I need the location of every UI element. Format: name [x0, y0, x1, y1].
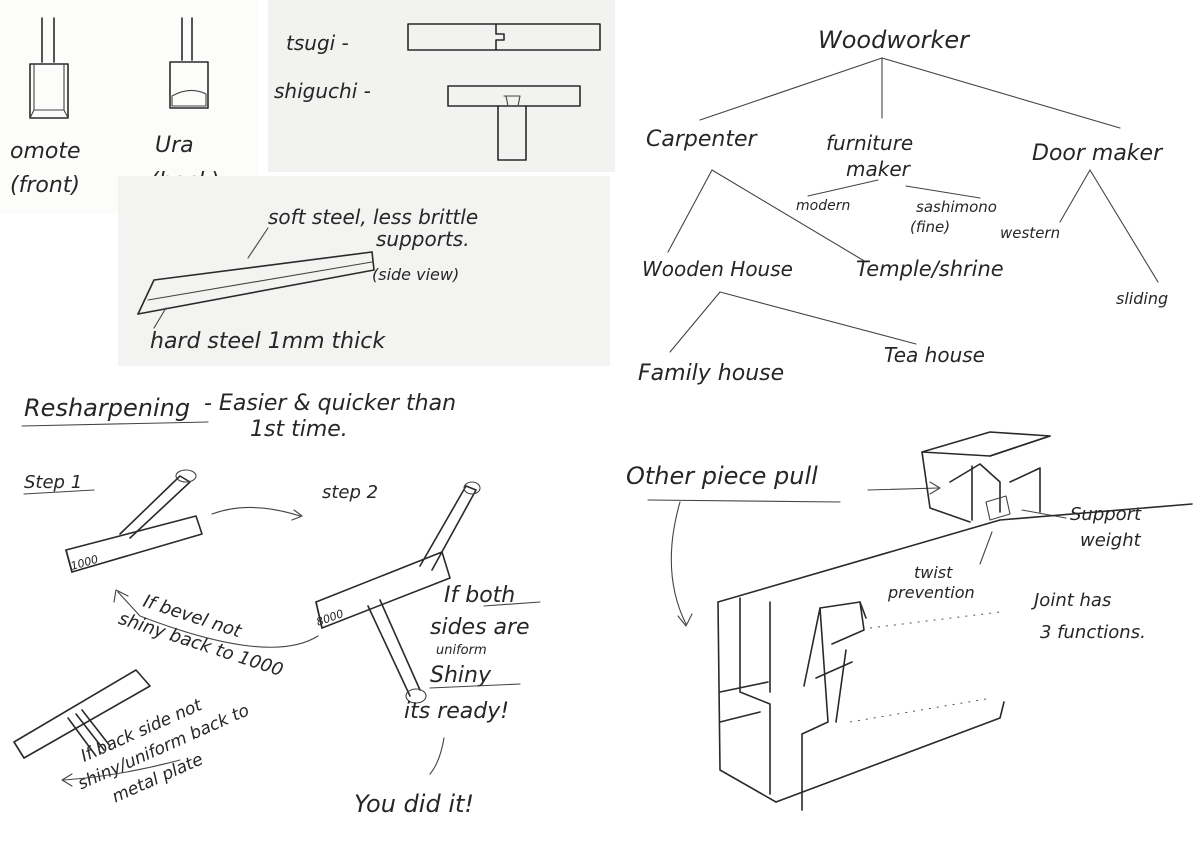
- chisel-front-drawing: [29, 17, 69, 119]
- arrow-back-to-plate: [63, 759, 181, 781]
- label-shiguchi: shiguchi -: [274, 79, 371, 103]
- node-carpenter: Carpenter: [646, 127, 758, 152]
- stone-8000-drawing: [315, 481, 481, 704]
- arrow-pull: [867, 487, 939, 491]
- guide-line-1: [869, 611, 1001, 629]
- node-wooden-house: Wooden House: [642, 257, 793, 281]
- label-step-1: Step 1: [24, 472, 82, 493]
- back-side-plate-drawing: [13, 669, 151, 759]
- label-twist-prevention: twist prevention: [887, 563, 975, 602]
- label-supports: supports.: [376, 227, 470, 251]
- joint-functions-sketch: Other piece pull Support weight twist pr…: [620, 392, 1200, 848]
- title-underline: [21, 421, 209, 427]
- label-side-view: (side view): [372, 265, 459, 284]
- node-western: western: [1000, 224, 1060, 242]
- both-sides-note: If both sides are: [430, 583, 530, 640]
- hierarchy-edges: [667, 57, 1159, 353]
- chisel-back-drawing: [169, 17, 209, 109]
- pointer-hard-steel: [153, 307, 167, 329]
- node-sashimono: sashimono (fine): [910, 198, 1002, 236]
- stone-1000-drawing: [65, 469, 203, 573]
- shiguchi-joint-drawing: [447, 85, 581, 161]
- node-modern: modern: [796, 198, 850, 214]
- stone-label-1000: 1000: [69, 553, 99, 573]
- label-you-did-it: You did it!: [354, 790, 474, 818]
- label-soft-steel: soft steel, less brittle: [268, 205, 478, 229]
- resharpening-steps-sketch: Resharpening - Easier & quicker than 1st…: [0, 366, 615, 848]
- arrow-support: [1021, 509, 1067, 519]
- label-step-2: step 2: [322, 482, 378, 503]
- resharpening-note: - Easier & quicker than 1st time.: [204, 391, 463, 442]
- label-uniform: uniform: [436, 643, 487, 658]
- large-joint-drawing: [717, 503, 1193, 811]
- label-hard-steel: hard steel 1mm thick: [150, 329, 386, 354]
- label-omote: omote (front): [10, 139, 88, 198]
- resharpening-title: Resharpening: [24, 394, 190, 422]
- label-tsugi: tsugi -: [286, 31, 349, 55]
- label-ready: its ready!: [404, 699, 509, 724]
- pointer-soft-steel: [247, 227, 269, 259]
- woodworker-hierarchy-diagram: Woodworker Carpenter furniture maker Doo…: [620, 0, 1200, 392]
- node-door-maker: Door maker: [1032, 141, 1164, 166]
- blade-steel-sketch: soft steel, less brittle supports. (side…: [118, 176, 610, 366]
- guide-line-2: [849, 697, 993, 723]
- label-three-functions: Joint has 3 functions.: [1031, 590, 1146, 643]
- label-shiny: Shiny: [430, 663, 492, 688]
- label-other-piece-pull: Other piece pull: [626, 462, 818, 490]
- arrow-twist: [979, 531, 993, 565]
- small-joint-drawing: [921, 431, 1051, 523]
- arrow-step1-to-step2: [211, 506, 301, 517]
- node-sliding: sliding: [1116, 289, 1168, 308]
- node-family-house: Family house: [638, 361, 784, 386]
- arrow-to-done: [429, 737, 445, 775]
- node-tea-house: Tea house: [884, 343, 985, 367]
- arrow-back-to-1000: [117, 591, 319, 648]
- blade-side-view-drawing: [137, 251, 375, 315]
- node-furniture-maker: furniture maker: [826, 131, 920, 181]
- node-temple-shrine: Temple/shrine: [856, 257, 1004, 281]
- node-woodworker: Woodworker: [818, 26, 971, 54]
- bevel-note: If bevel not shiny back to 1000: [116, 585, 293, 681]
- arrow-to-large-joint: [670, 501, 687, 625]
- tsugi-joint-drawing: [407, 23, 601, 51]
- joint-types-sketch: tsugi - shiguchi -: [268, 0, 615, 172]
- back-side-note: If back side not shiny/uniform back to m…: [65, 676, 268, 818]
